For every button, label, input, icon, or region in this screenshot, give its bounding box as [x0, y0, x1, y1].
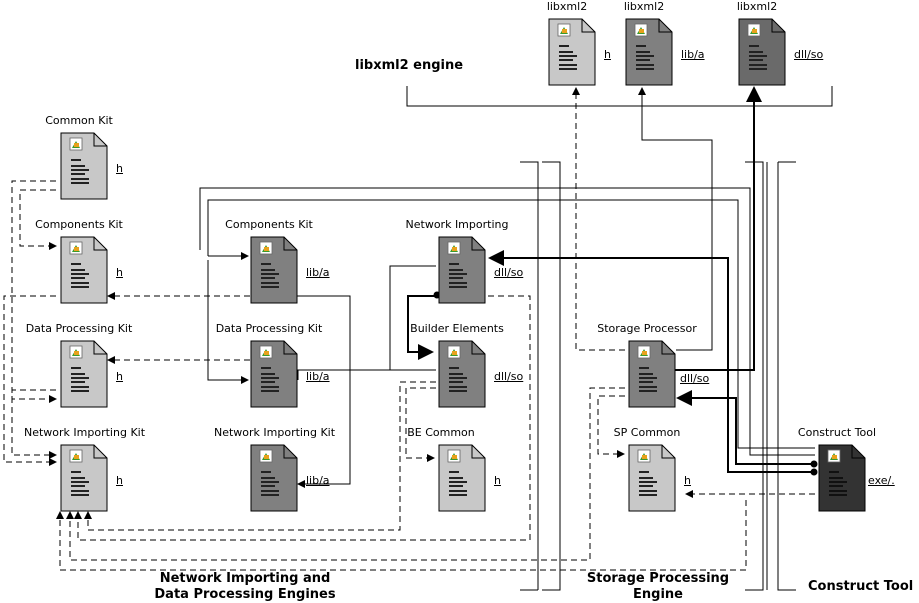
- document-icon: [628, 340, 676, 408]
- document-icon: [60, 236, 108, 304]
- node-title: Components Kit: [225, 218, 313, 231]
- node-data-processing-kit-h[interactable]: Data Processing Kit h: [24, 322, 154, 432]
- document-icon: [60, 132, 108, 200]
- node-ext: h: [116, 370, 123, 383]
- node-title: libxml2: [623, 0, 665, 13]
- node-components-kit-h[interactable]: Components Kit h: [24, 218, 154, 328]
- network-engine-label-line1: Network Importing and: [159, 571, 331, 586]
- node-ext: h: [116, 474, 123, 487]
- node-ext: dll/so: [494, 370, 524, 383]
- node-ext: h: [604, 48, 611, 61]
- document-icon: [60, 444, 108, 512]
- node-ext: dll/so: [680, 372, 710, 385]
- node-title: Data Processing Kit: [25, 322, 133, 335]
- node-ext: lib/a: [681, 48, 705, 61]
- node-network-importing[interactable]: Network Importing dll/so: [402, 218, 532, 328]
- node-title: Builder Elements: [410, 322, 504, 335]
- document-icon: [60, 340, 108, 408]
- node-title: Network Importing Kit: [214, 426, 336, 439]
- node-storage-processor[interactable]: Storage Processor dll/so: [592, 322, 722, 432]
- node-ext: dll/so: [794, 48, 824, 61]
- node-title: Common Kit: [45, 114, 113, 127]
- document-icon: [818, 444, 866, 512]
- node-network-importing-kit-lib[interactable]: Network Importing Kit lib/a: [214, 426, 344, 536]
- document-icon: [250, 444, 298, 512]
- document-icon: [438, 444, 486, 512]
- node-title: libxml2: [736, 0, 778, 13]
- document-icon: [438, 236, 486, 304]
- storage-engine-label-line2: Engine: [633, 587, 683, 602]
- document-icon: [738, 18, 786, 86]
- node-ext: h: [116, 266, 123, 279]
- document-icon: [250, 340, 298, 408]
- node-libxml2-h[interactable]: libxml2 h: [512, 0, 642, 110]
- storage-engine-label: Storage Processing Engine: [578, 571, 738, 603]
- node-libxml2-dll[interactable]: libxml2 dll/so: [702, 0, 832, 110]
- node-builder-elements[interactable]: Builder Elements dll/so: [402, 322, 532, 432]
- node-title: libxml2: [546, 0, 588, 13]
- node-ext: h: [116, 162, 123, 175]
- dashed-links-left: [3, 87, 815, 571]
- solid-links: [199, 87, 815, 488]
- node-libxml2-lib[interactable]: libxml2 lib/a: [589, 0, 719, 110]
- node-components-kit-lib[interactable]: Components Kit lib/a: [214, 218, 344, 328]
- node-common-kit[interactable]: Common Kit h: [24, 114, 154, 224]
- node-title: Storage Processor: [597, 322, 697, 335]
- node-title: Network Importing: [405, 218, 509, 231]
- document-icon: [250, 236, 298, 304]
- node-ext: h: [494, 474, 501, 487]
- construct-engine-label: Construct Tool: [808, 579, 914, 594]
- node-ext: lib/a: [306, 266, 330, 279]
- document-icon: [438, 340, 486, 408]
- network-engine-label-line2: Data Processing Engines: [154, 587, 336, 602]
- node-ext: lib/a: [306, 474, 330, 487]
- libxml2-bracket: [406, 86, 833, 107]
- node-be-common[interactable]: BE Common h: [402, 426, 532, 536]
- node-network-importing-kit-h[interactable]: Network Importing Kit h: [24, 426, 154, 536]
- document-icon: [625, 18, 673, 86]
- node-ext: lib/a: [306, 370, 330, 383]
- node-title: BE Common: [407, 426, 475, 439]
- document-icon: [628, 444, 676, 512]
- node-title: Construct Tool: [797, 426, 877, 439]
- network-engine-label: Network Importing and Data Processing En…: [150, 571, 340, 603]
- bold-links: [407, 86, 815, 473]
- node-ext: dll/so: [494, 266, 524, 279]
- node-title: Network Importing Kit: [24, 426, 146, 439]
- node-data-processing-kit-lib[interactable]: Data Processing Kit lib/a: [214, 322, 344, 432]
- node-construct-tool[interactable]: Construct Tool exe/.: [782, 426, 917, 536]
- node-title: Components Kit: [35, 218, 123, 231]
- document-icon: [548, 18, 596, 86]
- node-title: SP Common: [613, 426, 681, 439]
- node-sp-common[interactable]: SP Common h: [592, 426, 722, 536]
- node-ext: exe/.: [868, 474, 895, 487]
- storage-engine-label-line1: Storage Processing: [586, 571, 730, 586]
- libxml2-engine-label: libxml2 engine: [355, 58, 464, 73]
- node-ext: h: [684, 474, 691, 487]
- node-title: Data Processing Kit: [215, 322, 323, 335]
